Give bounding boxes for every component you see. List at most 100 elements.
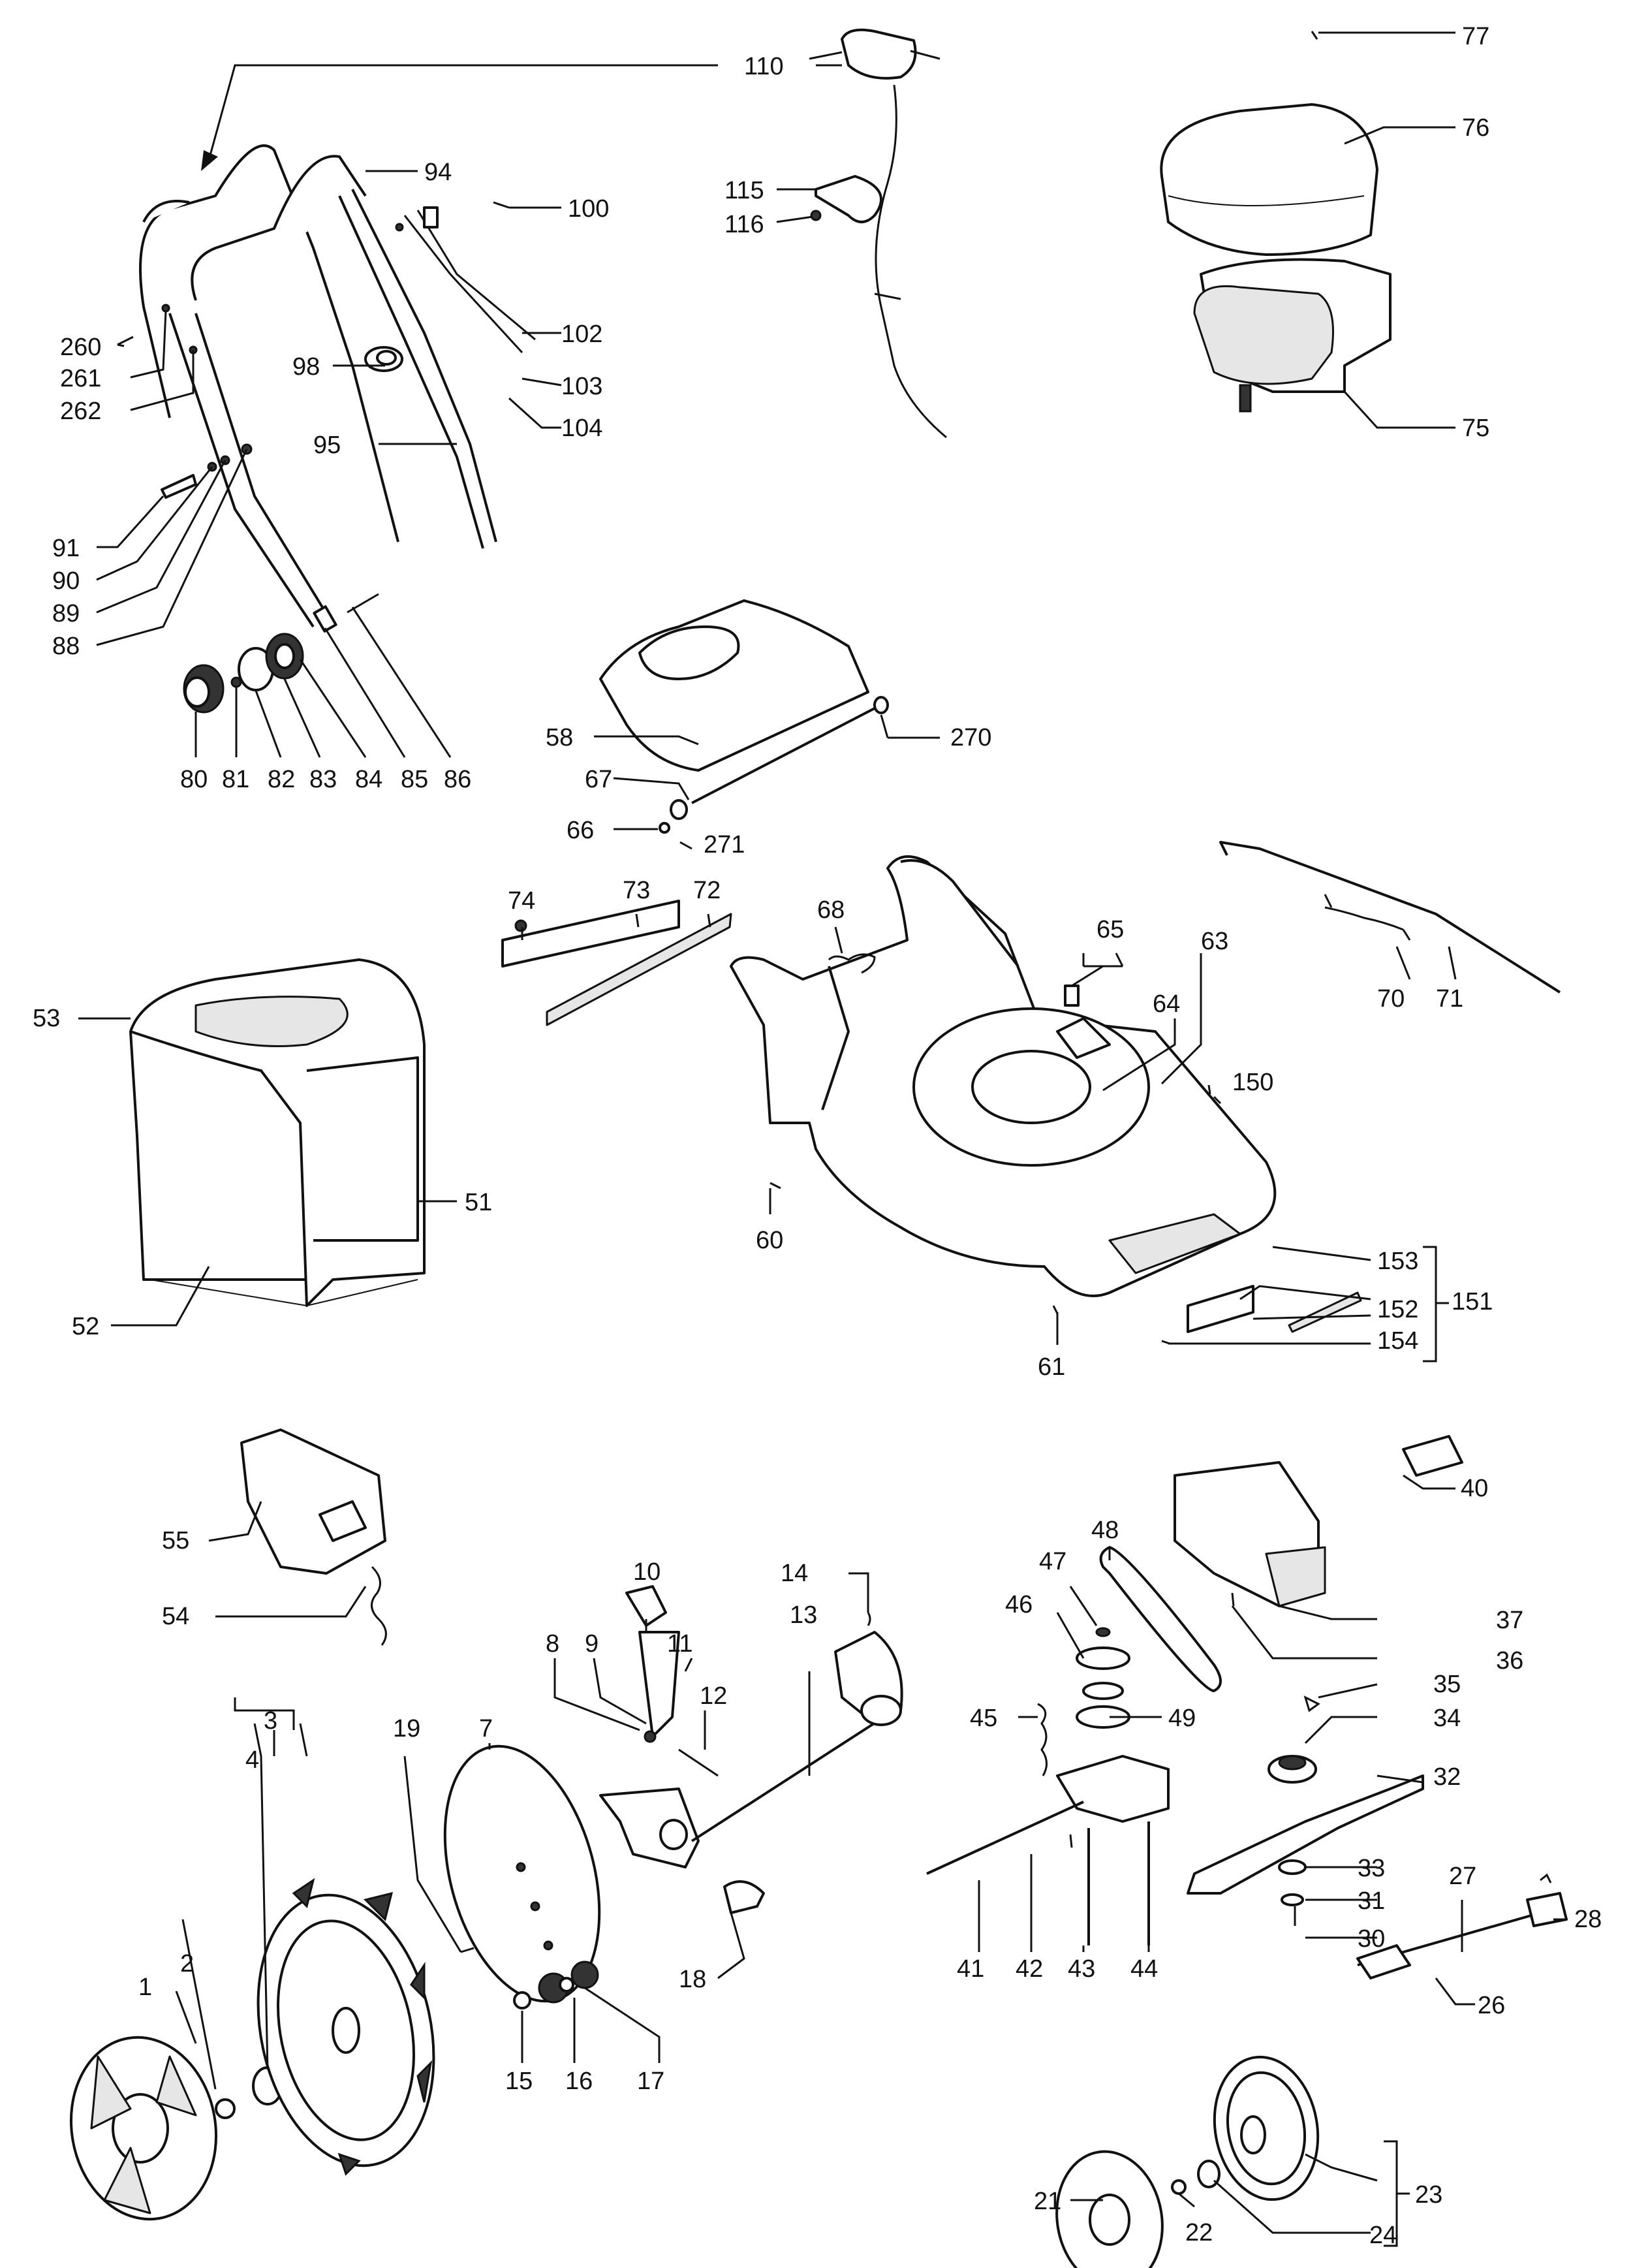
label-153: 153 <box>1377 1248 1418 1275</box>
label-43: 43 <box>1068 1955 1095 1983</box>
label-13: 13 <box>790 1601 817 1629</box>
label-23: 23 <box>1415 2181 1442 2209</box>
label-37: 37 <box>1496 1607 1523 1634</box>
label-110: 110 <box>744 53 784 80</box>
label-94: 94 <box>424 159 452 186</box>
label-61: 61 <box>1038 1353 1065 1381</box>
label-151: 151 <box>1452 1288 1493 1315</box>
control-unit <box>809 28 947 439</box>
label-262: 262 <box>60 398 101 425</box>
label-17: 17 <box>637 2068 664 2095</box>
label-30: 30 <box>1358 1925 1385 1953</box>
label-53: 53 <box>33 1005 60 1032</box>
front-wheel-assembly <box>69 1878 435 2221</box>
label-115: 115 <box>724 177 764 204</box>
rear-wheel-assembly <box>1055 2055 1320 2268</box>
label-152: 152 <box>1377 1296 1418 1323</box>
label-261: 261 <box>60 365 101 392</box>
label-1: 1 <box>138 1974 152 2001</box>
label-41: 41 <box>957 1955 984 1983</box>
label-8: 8 <box>546 1630 559 1658</box>
label-58: 58 <box>546 724 573 751</box>
label-12: 12 <box>700 1682 727 1710</box>
label-48: 48 <box>1091 1517 1119 1544</box>
label-44: 44 <box>1130 1955 1158 1983</box>
label-68: 68 <box>817 896 845 924</box>
label-45: 45 <box>970 1705 997 1732</box>
transmission <box>926 1755 1170 1945</box>
label-46: 46 <box>1005 1591 1033 1618</box>
mulch-plug <box>240 1428 387 1646</box>
label-73: 73 <box>623 877 650 904</box>
label-74: 74 <box>508 887 535 915</box>
label-91: 91 <box>52 535 80 562</box>
label-75: 75 <box>1462 415 1489 442</box>
label-32: 32 <box>1433 1763 1461 1791</box>
label-271: 271 <box>704 831 745 858</box>
label-72: 72 <box>693 877 721 904</box>
label-116: 116 <box>724 211 764 238</box>
label-63: 63 <box>1201 928 1228 955</box>
label-4: 4 <box>245 1746 259 1774</box>
label-21: 21 <box>1034 2188 1061 2215</box>
cutting-blade <box>1187 1695 1424 1926</box>
label-9: 9 <box>585 1630 599 1658</box>
label-15: 15 <box>505 2068 533 2095</box>
label-270: 270 <box>950 724 991 751</box>
height-adjust-lever <box>1219 841 1561 994</box>
label-60: 60 <box>756 1227 783 1254</box>
label-95: 95 <box>313 432 341 459</box>
label-100: 100 <box>568 195 609 223</box>
label-102: 102 <box>561 321 602 348</box>
label-35: 35 <box>1433 1671 1461 1698</box>
label-260: 260 <box>60 334 101 361</box>
handle-knob-set <box>183 633 304 714</box>
label-103: 103 <box>561 373 602 400</box>
mower-deck <box>730 855 1362 1345</box>
engine-mount-bracket <box>1174 1435 1463 1607</box>
label-88: 88 <box>52 633 80 660</box>
label-28: 28 <box>1574 1906 1602 1933</box>
label-26: 26 <box>1478 1992 1505 2019</box>
label-77: 77 <box>1462 23 1489 50</box>
part-number-labels: 110 77 76 75 94 100 102 103 104 98 95 11… <box>33 23 1602 2249</box>
label-89: 89 <box>52 600 80 627</box>
label-65: 65 <box>1096 916 1124 943</box>
label-47: 47 <box>1039 1548 1066 1575</box>
drive-belt-and-pulleys <box>1037 1546 1222 1776</box>
label-10: 10 <box>633 1558 661 1586</box>
label-80: 80 <box>180 766 208 793</box>
label-54: 54 <box>162 1603 189 1630</box>
label-71: 71 <box>1436 985 1463 1013</box>
label-76: 76 <box>1462 114 1489 142</box>
label-42: 42 <box>1016 1955 1043 1983</box>
label-98: 98 <box>292 353 320 381</box>
label-83: 83 <box>309 766 337 793</box>
label-52: 52 <box>72 1313 99 1340</box>
label-14: 14 <box>781 1560 808 1587</box>
label-150: 150 <box>1232 1069 1273 1096</box>
label-67: 67 <box>585 766 612 793</box>
label-154: 154 <box>1377 1327 1418 1355</box>
rear-flap <box>599 599 889 834</box>
label-7: 7 <box>479 1715 493 1742</box>
label-11: 11 <box>667 1630 692 1658</box>
rear-axle <box>1356 1873 1568 1979</box>
label-2: 2 <box>180 1950 194 1977</box>
label-85: 85 <box>401 766 428 793</box>
label-49: 49 <box>1168 1705 1196 1732</box>
leader-lines <box>78 31 1566 2247</box>
label-82: 82 <box>268 766 295 793</box>
engine <box>1160 31 1392 413</box>
label-18: 18 <box>679 1966 706 1993</box>
label-24: 24 <box>1369 2222 1397 2249</box>
label-19: 19 <box>393 1715 420 1742</box>
label-90: 90 <box>52 567 80 595</box>
grass-catcher <box>129 958 426 1307</box>
label-81: 81 <box>222 766 249 793</box>
label-34: 34 <box>1433 1705 1461 1732</box>
label-55: 55 <box>162 1527 189 1554</box>
label-16: 16 <box>565 2068 593 2095</box>
label-36: 36 <box>1496 1647 1523 1675</box>
